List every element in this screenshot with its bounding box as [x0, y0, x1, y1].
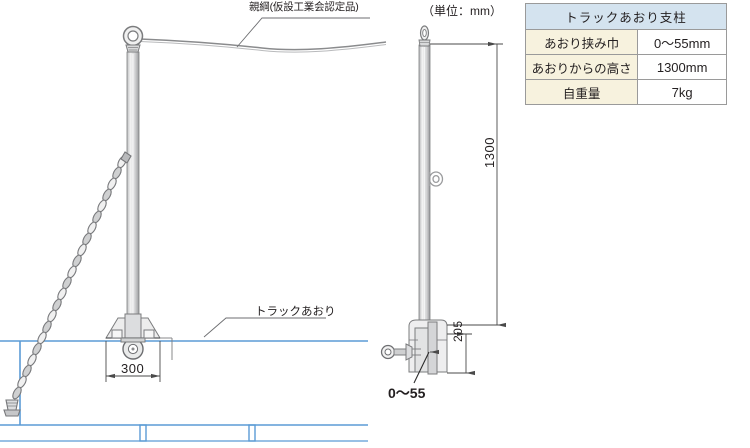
label-dimension-1300: 1300: [482, 137, 497, 168]
spec-label-weight: 自重量: [524, 79, 639, 105]
post-side-ring: [428, 171, 444, 187]
label-dimension-300: 300: [121, 361, 145, 376]
clamp-screw: [380, 343, 421, 361]
chain-anchor: [3, 399, 21, 417]
table-row: あおり挟み巾 0〜55mm: [524, 29, 727, 55]
spec-table-title: トラックあおり支柱: [525, 3, 727, 30]
label-unit-note: （単位：mm）: [422, 4, 502, 18]
spec-label-height: あおりからの高さ: [524, 54, 639, 80]
truck-gate-leader-line: [203, 317, 326, 338]
dimension-205: [447, 331, 475, 376]
spec-table-header-row: トラックあおり支柱: [525, 3, 727, 30]
label-dimension-205: 205: [451, 320, 465, 342]
parent-rope: [139, 38, 387, 53]
right-view-eye-bolt: [418, 25, 431, 47]
dimension-300: [105, 341, 161, 382]
right-view-post: [418, 44, 431, 326]
truck-bed-outline: [0, 340, 368, 426]
label-parent-rope: 親綱(仮設工業会認定品): [249, 1, 359, 13]
spec-label-clamp-width: あおり挟み巾: [524, 29, 639, 55]
truck-bed-wheel-marks: [0, 424, 368, 442]
rope-leader-line: [236, 17, 370, 48]
left-view-base-bracket: [105, 313, 173, 360]
left-view-post: [126, 51, 140, 321]
right-view-clamp: [380, 319, 448, 375]
dimension-1300: [430, 41, 506, 328]
table-row: あおりからの高さ 1300mm: [524, 54, 727, 80]
label-truck-gate: トラックあおり: [255, 306, 336, 318]
spec-value-height: 1300mm: [637, 54, 727, 80]
safety-chain: [3, 151, 132, 417]
spec-value-clamp-width: 0〜55mm: [637, 29, 727, 55]
eye-bolt-head: [122, 25, 144, 53]
clamp-range-leader-line: [413, 351, 430, 384]
spec-value-weight: 7kg: [637, 79, 727, 105]
label-clamp-range: 0〜55: [388, 385, 426, 401]
table-row: 自重量 7kg: [524, 79, 727, 105]
spec-table: トラックあおり支柱 あおり挟み巾 0〜55mm あおりからの高さ 1300mm …: [524, 3, 727, 105]
